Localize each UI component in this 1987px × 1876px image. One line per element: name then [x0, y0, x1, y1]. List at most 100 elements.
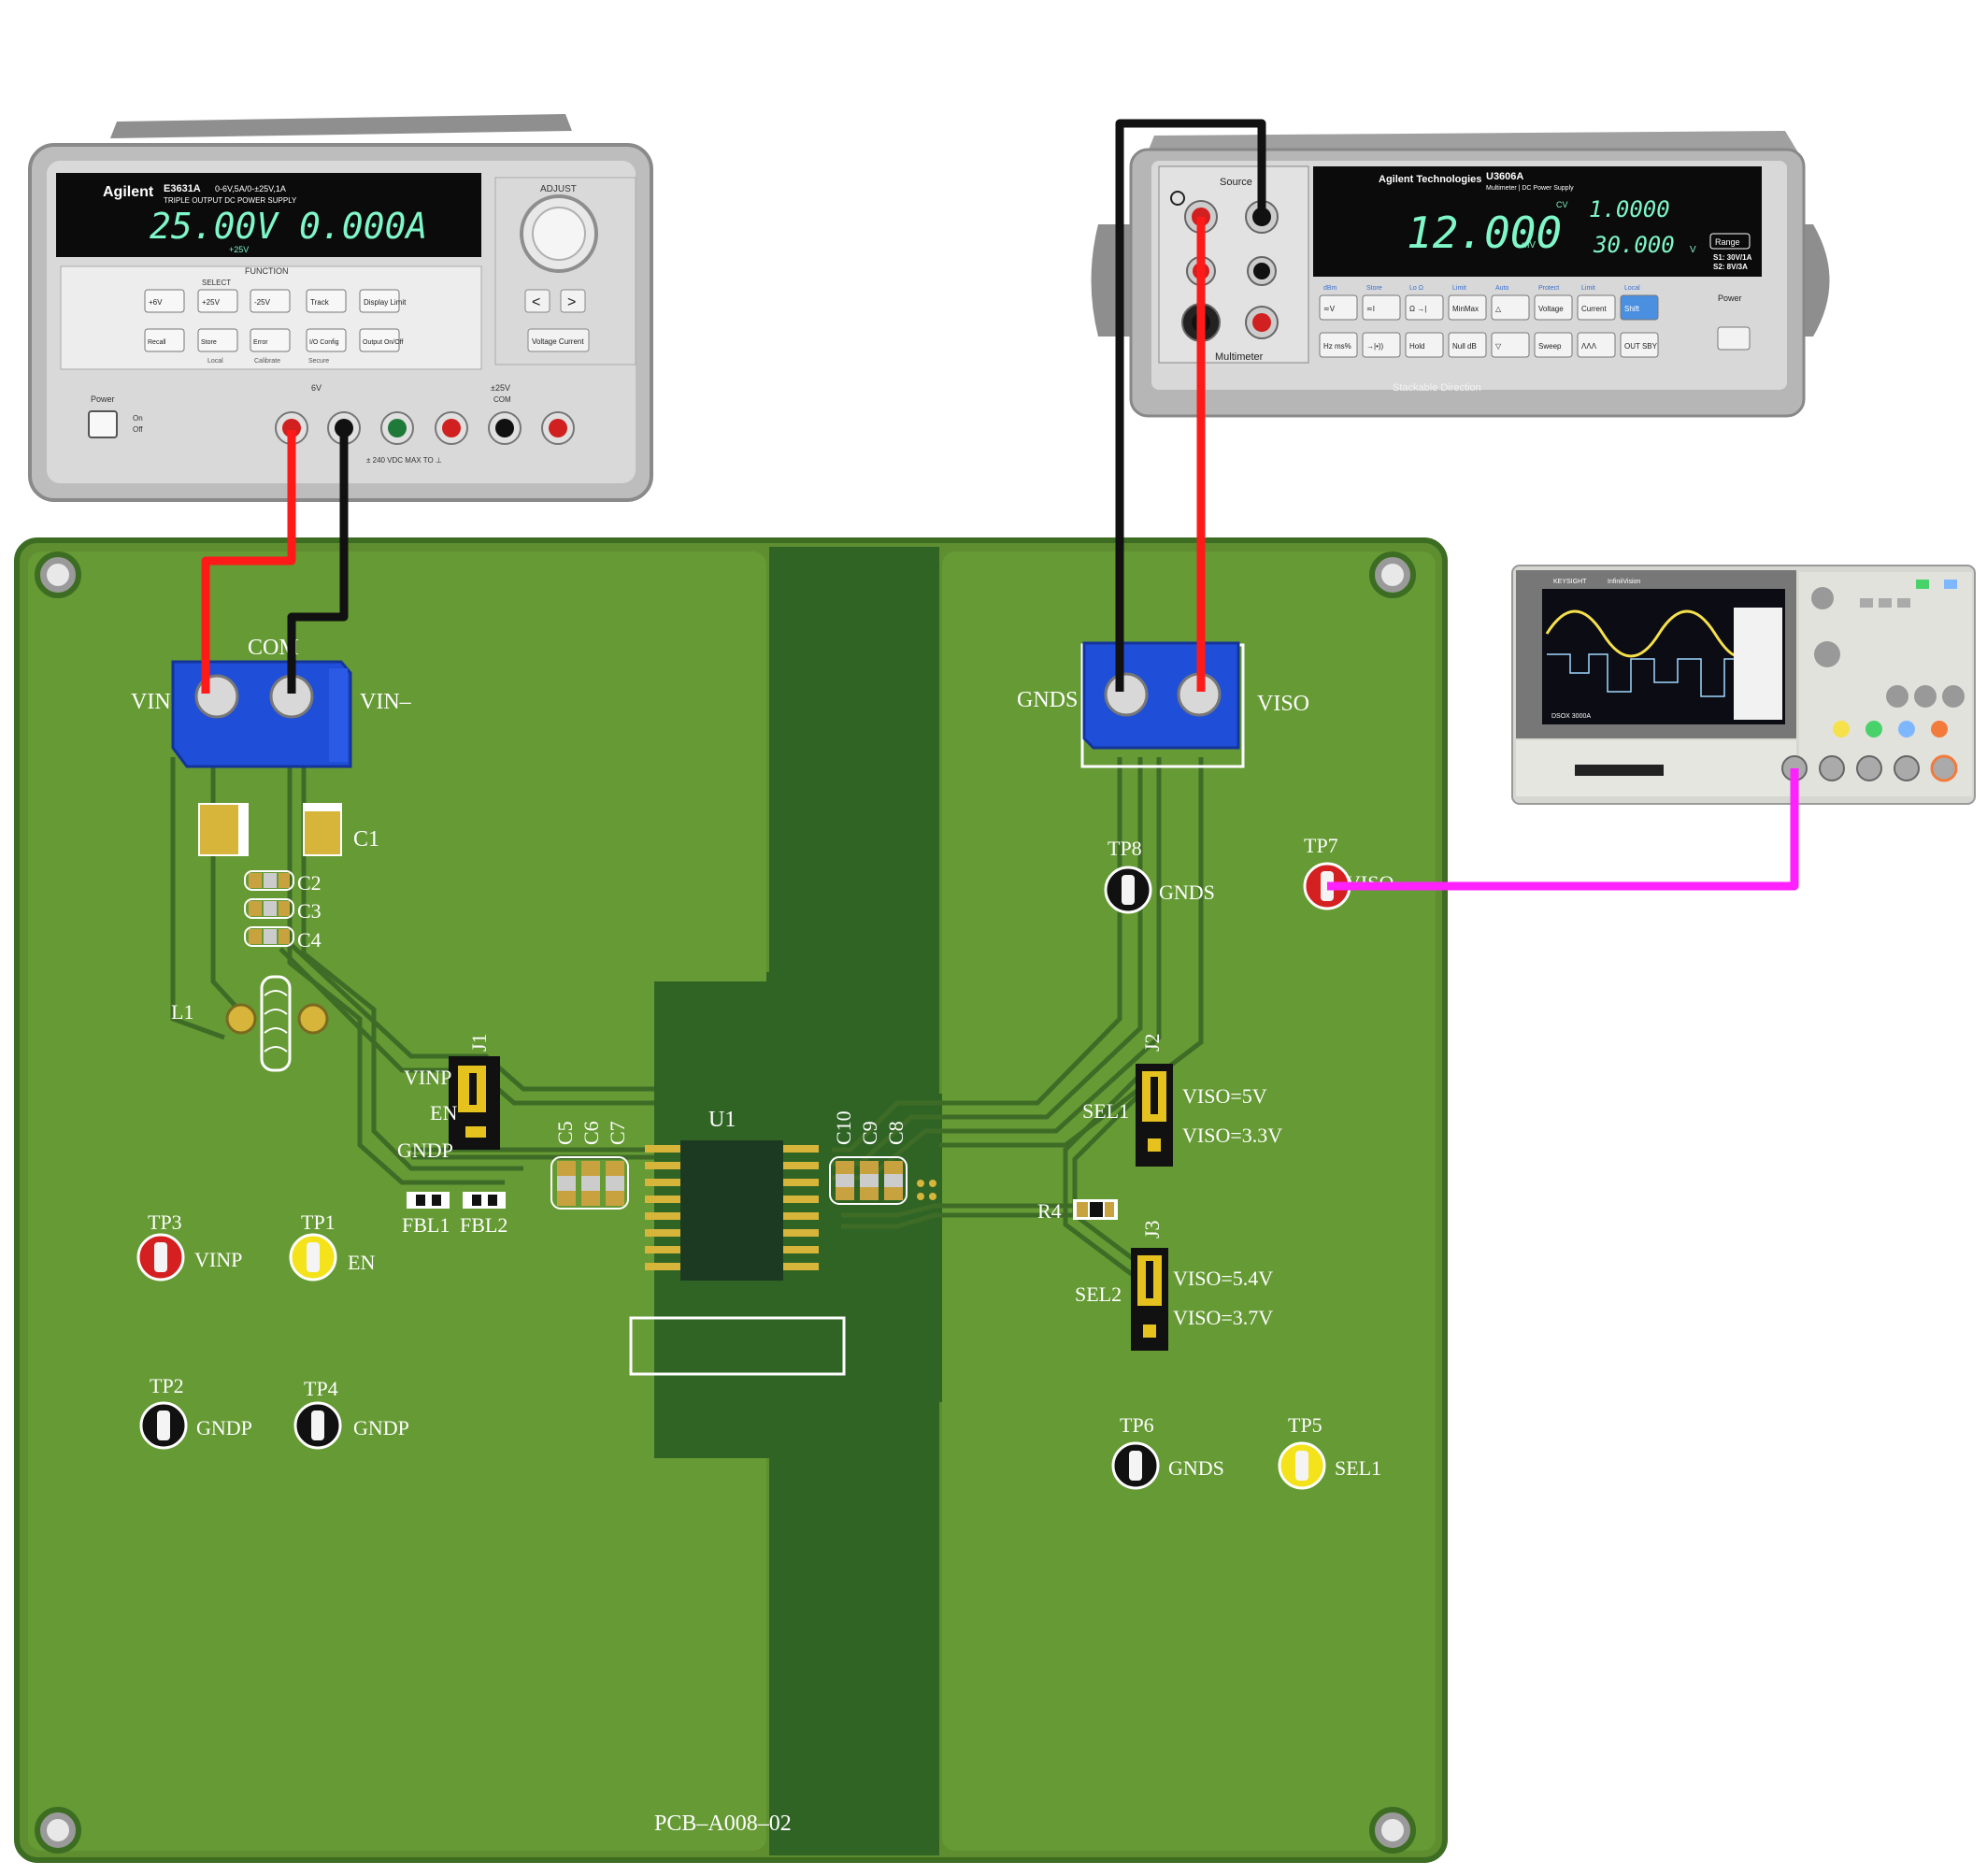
gnds-screw[interactable] [1104, 672, 1149, 717]
mm-key-caption: Auto [1495, 285, 1509, 292]
silkscreen-box [629, 1316, 846, 1376]
mm-key-label: Null dB [1452, 342, 1477, 351]
ps-button-3[interactable]: Track [306, 289, 347, 313]
mm-key-row1-3[interactable]: MinMax [1448, 294, 1487, 321]
test-point-label: EN [348, 1251, 375, 1274]
ps-terminal-ground[interactable] [380, 411, 414, 445]
mm-key-label: ≂I [1366, 305, 1375, 313]
mm-key-row1-1[interactable]: ≂I [1362, 294, 1401, 321]
capacitor-group-c5-c7: C5 C6 C7 [550, 1121, 629, 1210]
mm-key-row1-7[interactable]: Shift [1620, 294, 1659, 321]
jumper-j3[interactable]: J3 SEL2 VISO=5.4V VISO=3.7V [1075, 1220, 1273, 1351]
vin-minus-label: VIN– [360, 690, 412, 714]
mm-key-label: ▽ [1495, 342, 1502, 351]
svg-text:FBL1: FBL1 [402, 1213, 450, 1237]
ps-button-row2-1[interactable]: Store [197, 328, 238, 352]
pcb-board: VIN COM VIN– C1 C2 C3 C4 [14, 537, 1448, 1863]
svg-text:Stackable Direction: Stackable Direction [1393, 382, 1481, 394]
svg-text:C3: C3 [297, 899, 322, 923]
ic-u1: U1 [645, 1108, 819, 1281]
mm-key-caption: Store [1366, 285, 1382, 292]
ps-button-label: Track [310, 298, 330, 307]
j1-vinp-label: VINP [404, 1066, 451, 1089]
ps-button-4[interactable]: Display Limit [359, 289, 407, 313]
mm-i-terminal[interactable] [1245, 306, 1279, 339]
viso-terminal-label: VISO [1257, 692, 1309, 716]
traces-secondary [832, 757, 1204, 1282]
svg-text:J3: J3 [1140, 1220, 1164, 1239]
ps-nav-left-button[interactable] [524, 289, 550, 313]
ps-button-caption: Secure [308, 358, 329, 365]
test-point-label: VINP [194, 1248, 242, 1271]
j1-en-label: EN [430, 1101, 457, 1124]
capacitor-c1: C1 [198, 803, 379, 856]
test-point-label: GNDS [1159, 881, 1215, 904]
ps-voltage-current-button[interactable] [527, 328, 590, 352]
wire-scope-probe [1327, 768, 1799, 891]
mm-sense-lo-terminal[interactable] [1247, 256, 1277, 286]
scope-control-panel[interactable] [1781, 572, 1972, 796]
mm-key-row2-5[interactable]: Sweep [1534, 332, 1573, 358]
ferrite-fbl2: FBL2 [460, 1192, 507, 1237]
ps-button-row2-3[interactable]: I/O Config [306, 328, 347, 352]
mm-power-button[interactable] [1717, 326, 1751, 351]
mm-key-row2-6[interactable]: ΛΛΛ [1577, 332, 1616, 358]
svg-text:Multimeter: Multimeter [1215, 351, 1264, 363]
j3-bottom-label: VISO=3.7V [1173, 1306, 1273, 1329]
resistor-r4: R4 [1037, 1199, 1118, 1223]
mm-key-row2-2[interactable]: Hold [1405, 332, 1444, 358]
mm-key-row1-0[interactable]: ≂V [1319, 294, 1358, 321]
mm-key-row1-2[interactable]: Ω →| [1405, 294, 1444, 321]
mm-key-row2-7[interactable]: OUT SBY [1620, 332, 1659, 358]
ps-nav-right-button[interactable] [560, 289, 586, 313]
svg-text:>: > [567, 294, 576, 310]
mm-key-row2-4[interactable]: ▽ [1491, 332, 1530, 358]
mm-key-row1-6[interactable]: Current [1577, 294, 1616, 321]
ps-button-1[interactable]: +25V [197, 289, 238, 313]
ps-button-2[interactable]: -25V [250, 289, 291, 313]
svg-text:J2: J2 [1140, 1033, 1164, 1052]
j2-sel-label: SEL1 [1082, 1099, 1129, 1123]
ps-terminal-25v-minus[interactable] [541, 411, 575, 445]
ps-button-0[interactable]: +6V [144, 289, 185, 313]
ps-terminal-25v-plus[interactable] [435, 411, 468, 445]
svg-text:SELECT: SELECT [202, 279, 231, 287]
mm-key-row1-5[interactable]: Voltage [1534, 294, 1573, 321]
pcb-id-label: PCB–A008–02 [654, 1812, 792, 1836]
mm-display-main: 12.000 [1407, 208, 1562, 258]
mm-key-label: →|•)) [1366, 342, 1384, 351]
svg-text:C10: C10 [832, 1110, 855, 1145]
mounting-hole [35, 551, 81, 598]
jumper-j1[interactable]: J1 VINP EN GNDP [397, 1033, 500, 1162]
ps-power-switch[interactable] [88, 410, 118, 438]
ps-button-label: +25V [202, 298, 221, 307]
ps-model: E3631A [164, 183, 201, 194]
ps-button-row2-2[interactable]: Error [250, 328, 291, 352]
mm-key-caption: Protect [1538, 285, 1559, 292]
svg-text:CV: CV [1556, 200, 1568, 209]
mm-key-row2-3[interactable]: Null dB [1448, 332, 1487, 358]
svg-text:FUNCTION: FUNCTION [245, 266, 289, 276]
svg-text:DSOX 3000A: DSOX 3000A [1551, 713, 1591, 720]
svg-text:C7: C7 [606, 1121, 629, 1145]
ps-button-row2-4[interactable]: Output On/Off [359, 328, 404, 352]
mm-key-row2-1[interactable]: →|•)) [1362, 332, 1401, 358]
j3-sel-label: SEL2 [1075, 1282, 1122, 1306]
mm-key-row1-4[interactable]: △ [1491, 294, 1530, 321]
mm-key-label: ≂V [1323, 305, 1336, 313]
test-point-id: TP5 [1288, 1413, 1322, 1437]
svg-text:C5: C5 [553, 1121, 577, 1145]
ps-terminal-com[interactable] [488, 411, 522, 445]
jumper-j2[interactable]: J2 SEL1 VISO=5V VISO=3.3V [1082, 1033, 1282, 1167]
mm-key-row2-0[interactable]: Hz ms% [1319, 332, 1358, 358]
svg-text:C2: C2 [297, 871, 322, 895]
ps-terminal-6v-minus[interactable] [327, 411, 361, 445]
ps-button-row2-0[interactable]: Recall [144, 328, 185, 352]
